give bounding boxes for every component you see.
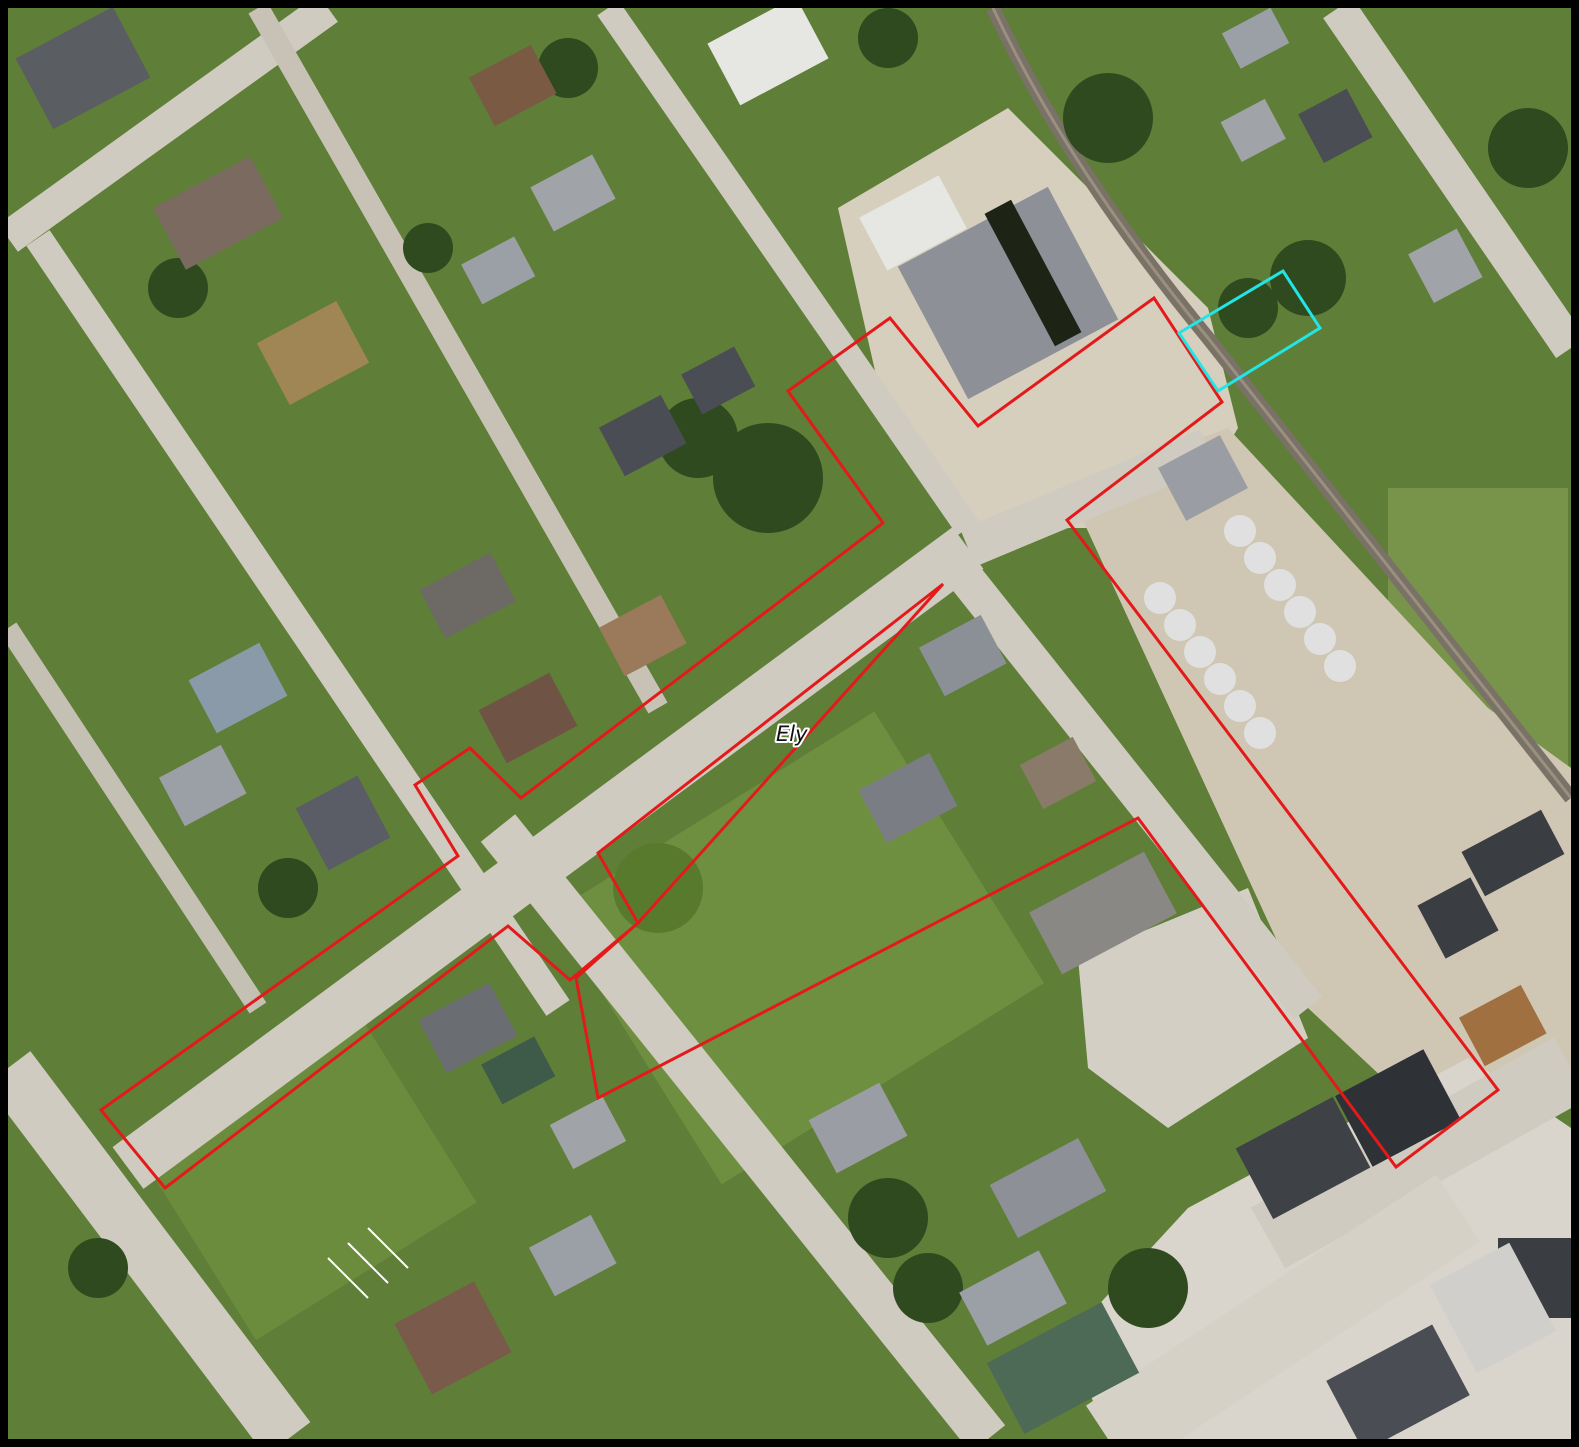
brown-roof-house (478, 672, 578, 764)
storage-building (1461, 809, 1565, 897)
green-roof-building (986, 1302, 1140, 1434)
brown-roof-house (468, 44, 557, 127)
gray-house (1220, 98, 1286, 163)
street-label-ely: Ely (776, 722, 808, 746)
gray-house (681, 346, 756, 415)
warehouse-shadow (984, 199, 1082, 347)
railroad-rail (991, 8, 1571, 799)
gray-house (918, 614, 1007, 697)
tan-building (1417, 877, 1499, 959)
gray-house (959, 1250, 1067, 1346)
gray-house (461, 236, 536, 305)
white-roof-building (1429, 1242, 1557, 1374)
gray-house (419, 552, 516, 639)
brown-roof-house (256, 300, 370, 406)
gray-house (530, 154, 616, 232)
gray-house (418, 982, 518, 1074)
gray-house (1326, 1324, 1470, 1439)
gray-house (15, 8, 151, 130)
gray-house (158, 744, 247, 827)
cyan-boundary[interactable] (1176, 268, 1323, 394)
white-shed (707, 8, 829, 106)
brown-roof-house (598, 594, 687, 677)
gray-shed (1158, 435, 1248, 521)
gray-house (1029, 851, 1177, 975)
gray-house (858, 752, 958, 844)
gray-house (1235, 1096, 1371, 1220)
gray-house (598, 394, 687, 477)
road-network (8, 8, 1571, 1439)
gray-house (188, 642, 288, 734)
large-warehouse (897, 186, 1119, 400)
gray-house (1298, 88, 1373, 163)
brown-roof-house (1458, 984, 1547, 1067)
gray-house (989, 1138, 1107, 1238)
brown-roof-house (394, 1281, 512, 1395)
brown-roof-house (153, 156, 283, 270)
buildings (15, 8, 1571, 1439)
gray-house (549, 1096, 627, 1170)
gray-house (1019, 736, 1097, 810)
gray-house (1408, 228, 1483, 303)
white-shed (859, 175, 967, 271)
gray-house (808, 1082, 908, 1174)
green-roof-building (481, 1036, 556, 1105)
gravel-lot (1068, 428, 1571, 1148)
tree-canopy (68, 8, 1568, 1328)
grain-bins (1144, 515, 1356, 749)
red-boundary[interactable] (98, 295, 1501, 1191)
gray-house (528, 1214, 617, 1297)
gray-house (295, 775, 391, 871)
aerial-map[interactable]: Ely (8, 8, 1571, 1439)
gray-house (1221, 8, 1290, 69)
grass-light-patch (139, 1015, 477, 1341)
parking-lot-markings (327, 1227, 409, 1299)
gray-house (1335, 1049, 1461, 1167)
